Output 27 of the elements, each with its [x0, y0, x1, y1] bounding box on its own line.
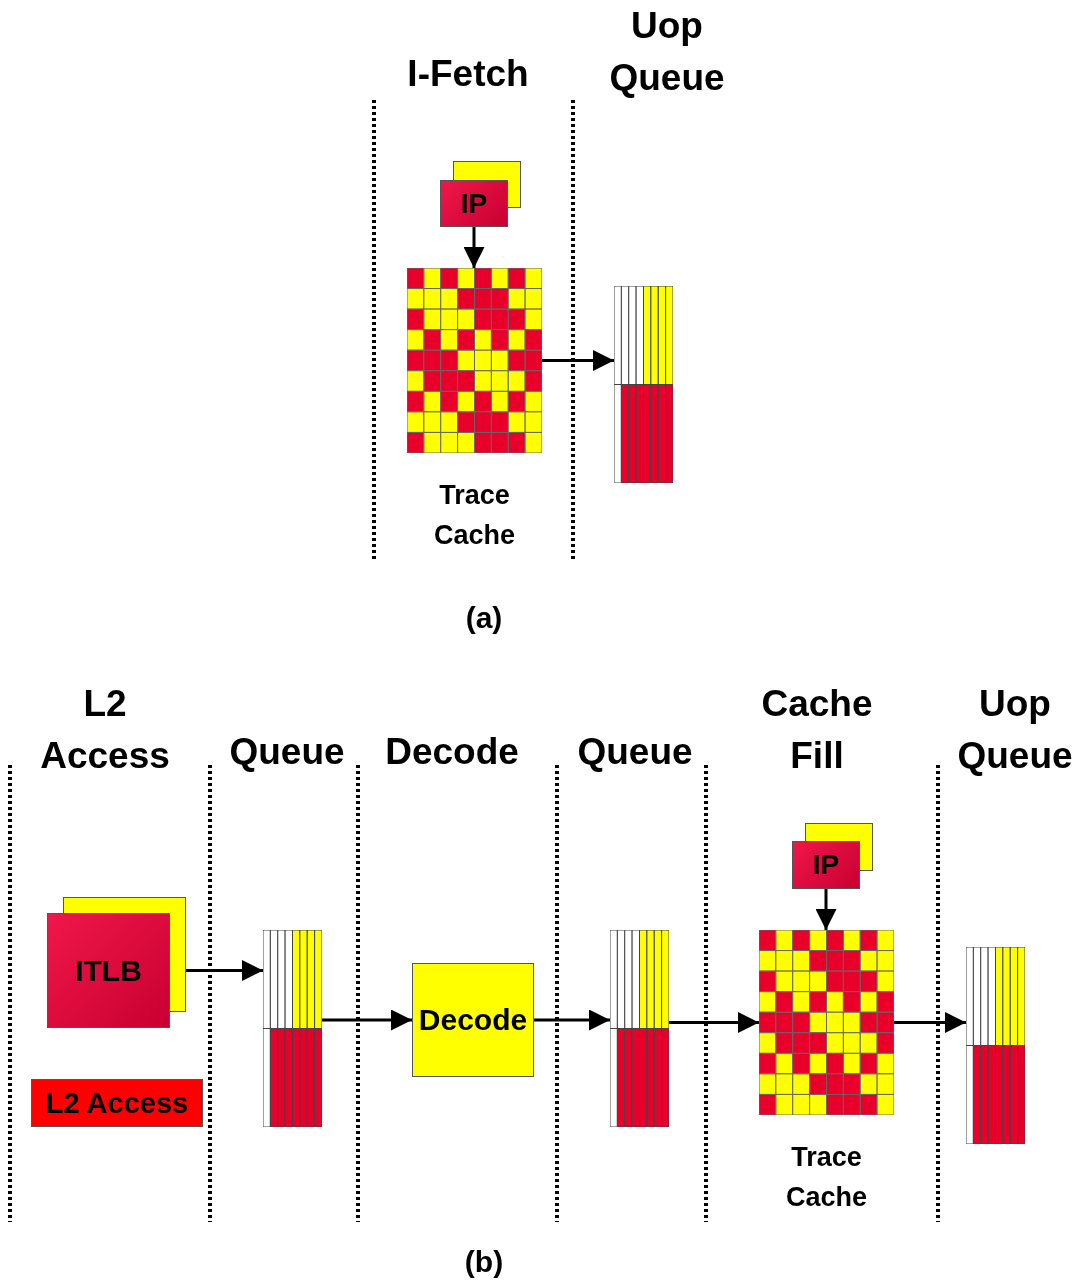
arrow [463, 227, 485, 268]
arrow [815, 889, 837, 930]
queue-drawing [966, 947, 1025, 1144]
arrow [322, 1009, 412, 1031]
l2-access-box: L2 Access [31, 1079, 203, 1127]
panel-label: (a) [464, 600, 504, 636]
decode-box: Decode [412, 963, 534, 1077]
cache-grid-drawing [759, 930, 894, 1115]
queue-drawing [614, 286, 673, 483]
stage-heading: Cache Fill [760, 682, 874, 778]
stage-heading: Decode [384, 730, 520, 774]
cache-grid-drawing [407, 268, 542, 453]
queue-drawing [610, 930, 669, 1127]
stage-heading: Queue [576, 730, 694, 774]
stage-heading: Queue [228, 730, 346, 774]
stage-heading: I-Fetch [406, 52, 530, 96]
caption-text: Trace Cache [432, 479, 516, 552]
arrow [669, 1012, 759, 1033]
stage-heading: L2 Access [39, 682, 171, 778]
stage-heading: Uop Queue [608, 4, 726, 100]
arrow [894, 1012, 966, 1033]
caption-text: Trace Cache [784, 1141, 868, 1214]
arrow [534, 1009, 610, 1031]
arrow [542, 350, 614, 371]
queue-drawing [263, 930, 322, 1127]
panel-label: (b) [463, 1244, 505, 1280]
stage-heading: Uop Queue [956, 682, 1074, 778]
